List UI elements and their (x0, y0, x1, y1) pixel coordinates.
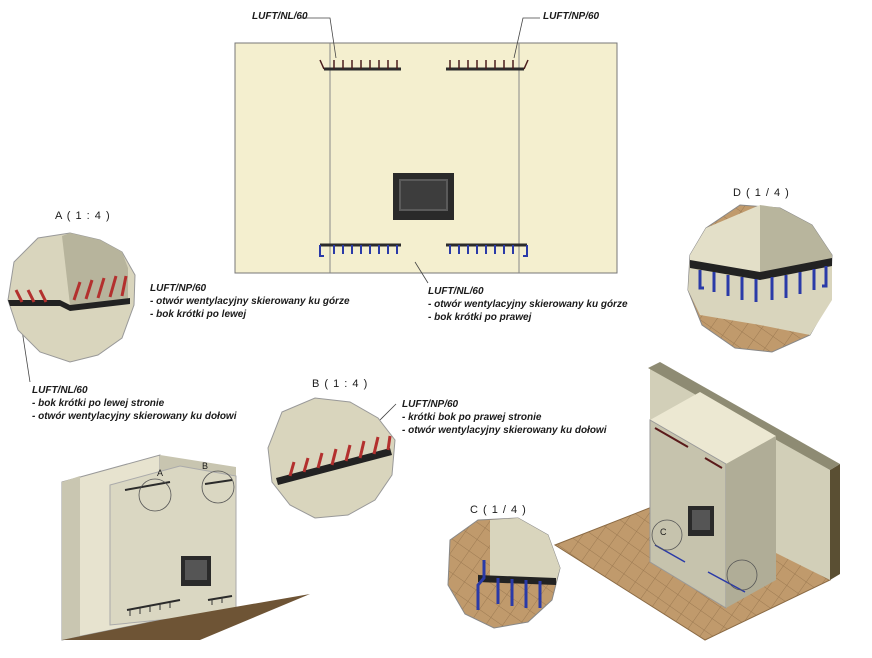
detail-a (7, 232, 136, 363)
detail-d-title: D ( 1 / 4 ) (733, 187, 790, 199)
grille-top-right (446, 59, 529, 71)
front-elevation (234, 42, 618, 274)
grille-bottom-left (319, 243, 401, 257)
callout-nl-bottom-line1: - bok krótki po lewej stronie (32, 398, 165, 409)
detail-c-title: C ( 1 / 4 ) (470, 504, 527, 516)
grille-bottom-right (446, 243, 528, 257)
iso-view-left (61, 454, 310, 641)
callout-np-left-title: LUFT/NP/60 (150, 283, 207, 294)
callout-nl-right-title: LUFT/NL/60 (428, 286, 484, 297)
iso-view-right (553, 362, 840, 641)
detail-c (447, 517, 561, 629)
callout-nl-right-line2: - bok krótki po prawej (428, 312, 532, 323)
detail-a-title: A ( 1 : 4 ) (55, 210, 111, 222)
detail-d (687, 204, 833, 353)
detail-b (267, 397, 396, 519)
view-marker-a: A (157, 468, 164, 478)
label-luft-np-top: LUFT/NP/60 (543, 11, 600, 22)
callout-nl-bottom-title: LUFT/NL/60 (32, 385, 88, 396)
detail-b-title: B ( 1 : 4 ) (312, 378, 369, 390)
callout-np-left-line1: - otwór wentylacyjny skierowany ku górze (150, 296, 350, 307)
callout-nl-bottom-line2: - otwór wentylacyjny skierowany ku dołow… (32, 411, 237, 422)
callout-nl-right-line1: - otwór wentylacyjny skierowany ku górze (428, 299, 628, 310)
view-marker-b: B (202, 461, 209, 471)
callout-np-bottom-title: LUFT/NP/60 (402, 399, 459, 410)
view-marker-c: C (660, 527, 667, 537)
callout-np-bottom-line2: - otwór wentylacyjny skierowany ku dołow… (402, 425, 607, 436)
leader-lines (21, 17, 540, 421)
grille-top-left (319, 59, 401, 71)
callout-np-left-line2: - bok krótki po lewej (150, 309, 247, 320)
label-luft-nl-top: LUFT/NL/60 (252, 11, 308, 22)
firebox-door-front (393, 173, 454, 220)
callout-np-bottom-line1: - krótki bok po prawej stronie (402, 412, 542, 423)
